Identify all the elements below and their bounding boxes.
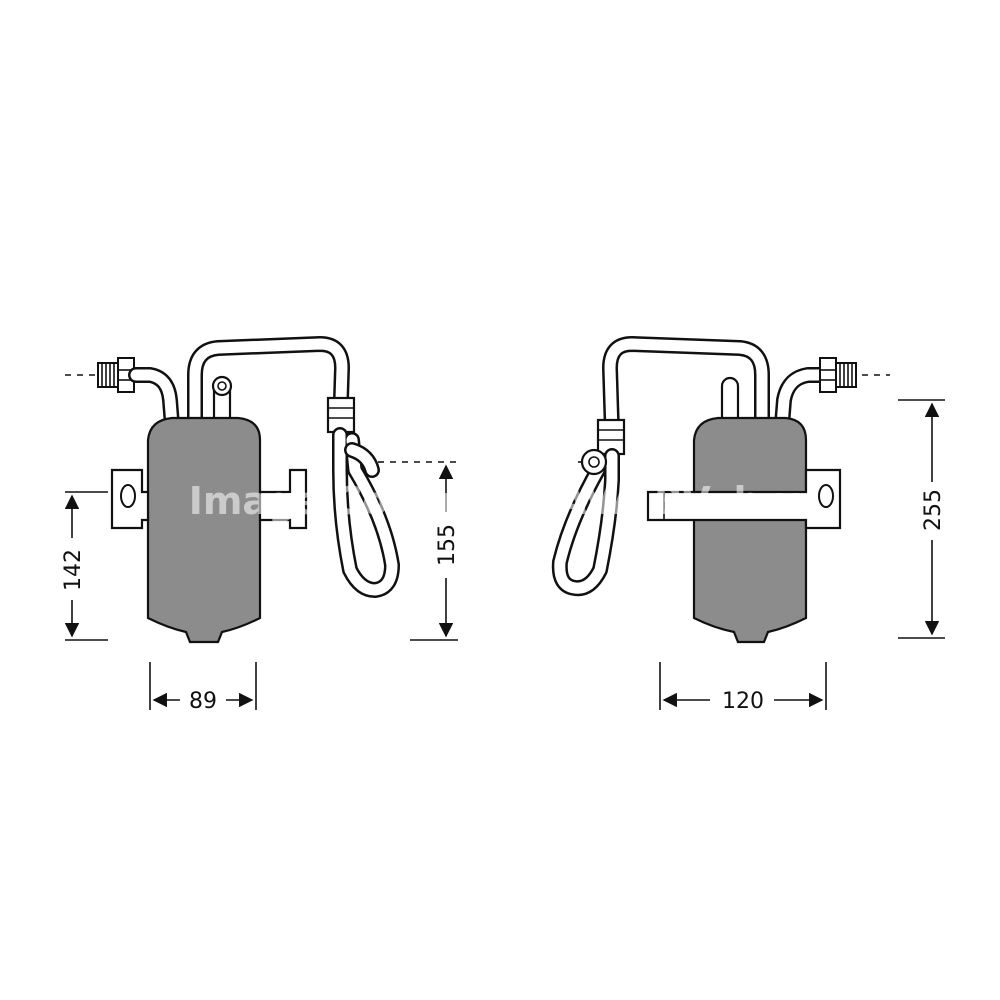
right-width-dimension: 120 <box>659 662 827 714</box>
left-height-dimension: 142 <box>61 491 108 641</box>
right-view-drier <box>551 336 890 644</box>
left-height-label: 142 <box>61 549 86 591</box>
left-pipe-height-label: 155 <box>435 524 460 566</box>
watermark: Image Copyright AVA BV. b.v. <box>189 479 812 523</box>
left-width-label: 89 <box>189 689 217 714</box>
left-pipe-height-dimension: 155 <box>378 461 460 641</box>
right-width-label: 120 <box>722 689 764 714</box>
left-width-dimension: 89 <box>149 662 257 714</box>
left-view-drier <box>65 336 400 644</box>
right-height-dimension: 255 <box>898 399 946 639</box>
right-bracket <box>646 468 842 530</box>
right-outlet-fitting <box>819 357 857 393</box>
right-height-label: 255 <box>921 489 946 531</box>
right-drier-body <box>692 416 808 644</box>
left-drier-body <box>146 416 262 644</box>
